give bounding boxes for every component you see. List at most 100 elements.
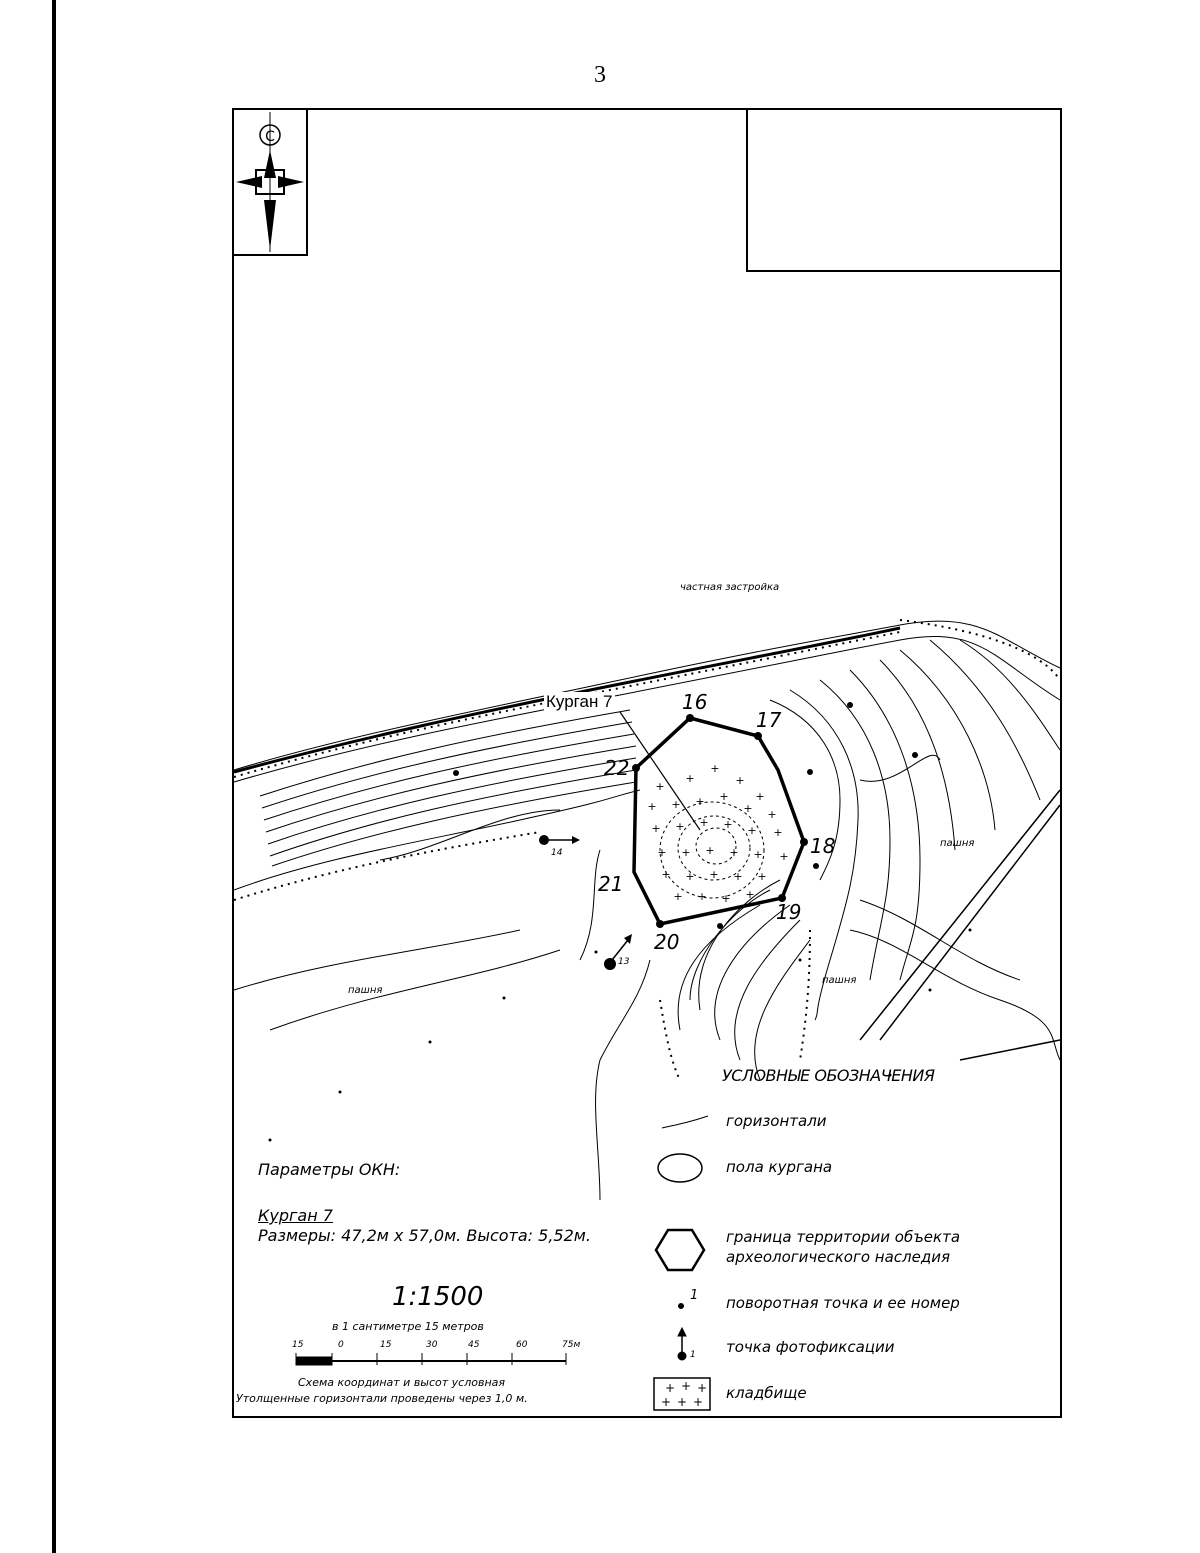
legend-cemetery-crosses: +++ +++: [661, 1379, 707, 1409]
params-object-name: Курган 7: [258, 1206, 333, 1225]
scale-tick-6: 75м: [562, 1340, 581, 1350]
title-stamp-box: [746, 108, 1062, 272]
scale-note-2: Утолщенные горизонтали проведены через 1…: [236, 1392, 528, 1405]
svg-text:+: +: [723, 818, 732, 831]
svg-text:+: +: [699, 816, 708, 829]
label-leader-line: [619, 711, 701, 831]
turn-point-17: 17: [756, 708, 782, 732]
legend-photo-point-icon: [677, 1326, 687, 1361]
legend-item-photo-point: точка фотофиксации: [726, 1338, 895, 1356]
photo-point-label-13: 13: [618, 957, 630, 967]
svg-text:+: +: [729, 846, 738, 859]
field-label-3: пашня: [348, 985, 383, 996]
scale-ratio: 1:1500: [392, 1282, 484, 1312]
legend-item-boundary-line1: граница территории объекта: [726, 1228, 961, 1246]
photo-point-13: [604, 934, 632, 970]
svg-text:+: +: [685, 772, 694, 785]
svg-text:+: +: [657, 846, 666, 859]
svg-text:+: +: [779, 850, 788, 863]
svg-text:+: +: [767, 808, 776, 821]
scale-tick-0: 15: [292, 1340, 304, 1350]
svg-text:+: +: [719, 790, 728, 803]
object-label: Курган 7: [544, 692, 615, 712]
legend-cemetery-icon: [653, 1377, 711, 1411]
svg-text:+: +: [745, 888, 754, 901]
svg-text:+: +: [721, 892, 730, 905]
svg-text:+: +: [661, 1395, 671, 1409]
turn-point-16: 16: [682, 690, 708, 714]
svg-text:+: +: [705, 844, 714, 857]
svg-text:+: +: [757, 870, 766, 883]
svg-text:+: +: [665, 1381, 675, 1395]
svg-text:+: +: [681, 846, 690, 859]
page-number: 3: [594, 62, 606, 88]
svg-text:+: +: [671, 798, 680, 811]
legend-contour-icon: [661, 1115, 709, 1129]
legend-turn-point-icon: [678, 1303, 684, 1309]
svg-text:+: +: [709, 868, 718, 881]
turn-point-21: 21: [598, 872, 624, 896]
photo-point-label-14: 14: [551, 848, 563, 858]
svg-text:+: +: [675, 820, 684, 833]
svg-text:+: +: [677, 1395, 687, 1409]
turn-point-dots: [632, 714, 808, 928]
svg-text:+: +: [661, 868, 670, 881]
turn-point-22: 22: [604, 756, 630, 780]
svg-text:+: +: [735, 774, 744, 787]
scale-tick-5: 60: [516, 1340, 528, 1350]
params-heading: Параметры ОКН:: [258, 1160, 401, 1179]
svg-text:+: +: [647, 800, 656, 813]
turn-point-18: 18: [810, 834, 836, 858]
svg-text:+: +: [710, 762, 719, 775]
scale-tick-1: 0: [338, 1340, 344, 1350]
legend-photo-point-number: 1: [690, 1350, 696, 1360]
dotted-boundaries: [233, 619, 1061, 1081]
scale-tick-2: 15: [380, 1340, 392, 1350]
svg-text:+: +: [697, 1381, 707, 1395]
cemetery-crosses: +++++ ++++++ ++++++ ++++++ +++++ ++++: [647, 762, 788, 905]
contour-lines: [233, 620, 1061, 1201]
legend-mound-icon: [657, 1153, 703, 1183]
field-label-1: пашня: [940, 838, 975, 849]
map-frame: [232, 108, 1062, 1418]
turn-point-19: 19: [776, 900, 802, 924]
legend-symbols: [653, 1115, 711, 1411]
svg-text:+: +: [733, 870, 742, 883]
svg-text:+: +: [685, 870, 694, 883]
compass-box: [232, 108, 308, 256]
elevation-marks: [268, 702, 972, 1142]
page-margin-line: [52, 0, 56, 1553]
legend-item-turn-point: поворотная точка и ее номер: [726, 1294, 960, 1312]
legend-item-contours: горизонтали: [726, 1112, 827, 1130]
svg-text:+: +: [697, 890, 706, 903]
svg-text:+: +: [695, 795, 704, 808]
area-label: частная застройка: [680, 582, 780, 593]
field-label-2: пашня: [822, 975, 857, 986]
svg-text:+: +: [743, 802, 752, 815]
svg-text:+: +: [681, 1379, 691, 1393]
svg-text:+: +: [655, 780, 664, 793]
fence-line: [233, 626, 901, 774]
turn-point-20: 20: [654, 930, 680, 954]
svg-text:+: +: [693, 1395, 703, 1409]
svg-text:+: +: [673, 890, 682, 903]
road-lines: [859, 789, 1061, 1061]
params-dimensions: Размеры: 47,2м х 57,0м. Высота: 5,52м.: [258, 1226, 591, 1245]
scale-tick-4: 45: [468, 1340, 480, 1350]
svg-text:+: +: [753, 848, 762, 861]
legend-turn-point-number: 1: [690, 1288, 699, 1303]
legend-boundary-icon: [654, 1228, 706, 1272]
svg-text:+: +: [747, 824, 756, 837]
scale-bar: [295, 1353, 567, 1366]
compass-rose-icon: С: [236, 112, 304, 252]
legend-item-mound: пола кургана: [726, 1158, 833, 1176]
mound-contours: [659, 801, 765, 899]
svg-text:+: +: [773, 826, 782, 839]
photo-point-14: [539, 835, 580, 845]
scale-note-1: Схема координат и высот условная: [298, 1376, 506, 1389]
object-boundary-polygon: [632, 716, 806, 926]
legend-item-boundary-line2: археологического наследия: [726, 1248, 950, 1266]
svg-text:+: +: [755, 790, 764, 803]
legend-item-cemetery: кладбище: [726, 1384, 807, 1402]
